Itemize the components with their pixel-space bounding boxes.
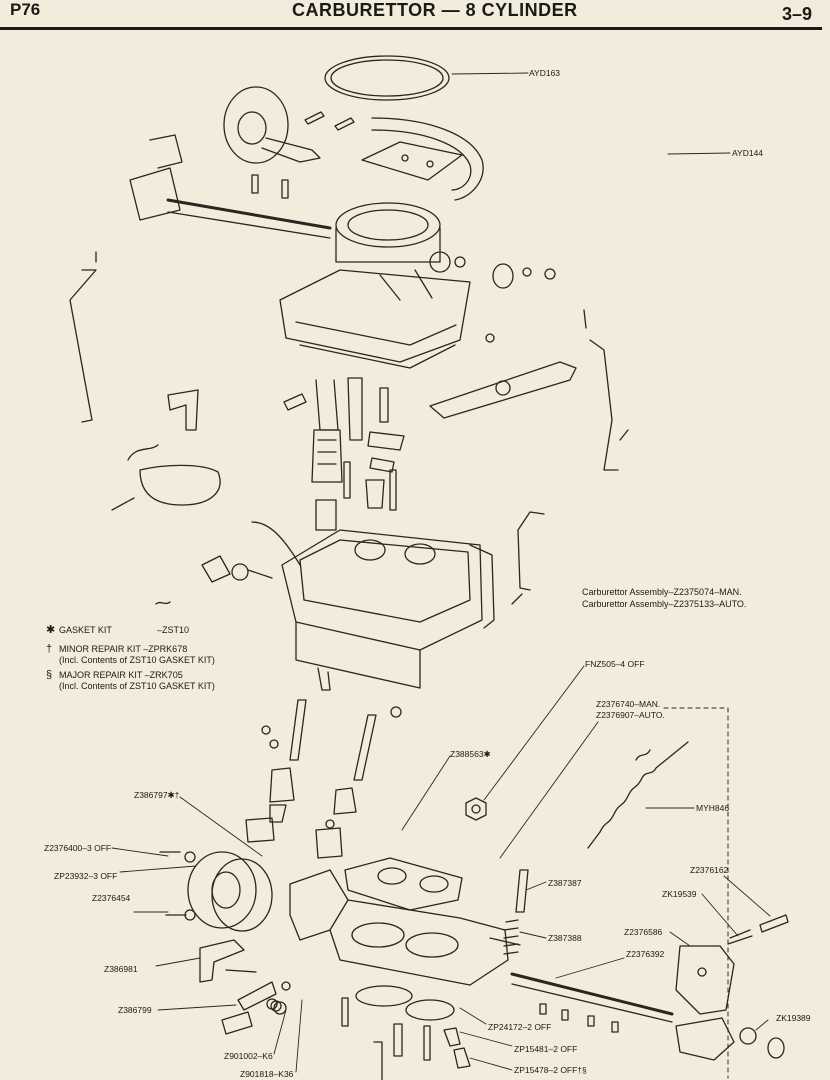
- minor-kit-note: (Incl. Contents of ZST10 GASKET KIT): [59, 655, 215, 665]
- gasket-kit-symbol: ✱: [46, 624, 56, 636]
- air-horn-body: [279, 202, 471, 369]
- label-z387388: Z387388: [548, 933, 582, 943]
- choke-diaphragm: [223, 86, 321, 164]
- label-z386981: Z386981: [104, 964, 138, 974]
- pump-rod-right: [583, 309, 629, 471]
- label-z2376392: Z2376392: [626, 949, 665, 959]
- label-fnz505: FNZ505–4 OFF: [585, 659, 645, 669]
- adjust-screws-right: [727, 914, 789, 945]
- minor-kit-symbol: †: [46, 642, 53, 655]
- throttle-gasket: [344, 857, 463, 911]
- assembly-notes: Carburettor Assembly–Z2375074–MAN. Carbu…: [582, 586, 746, 610]
- label-zk19539: ZK19539: [662, 889, 697, 899]
- washers-left-bottom: [266, 981, 291, 1015]
- throttle-lever: [675, 945, 785, 1061]
- bracket-rod-right: [511, 511, 545, 605]
- label-z2376454: Z2376454: [92, 893, 131, 903]
- label-z2376907: Z2376907–AUTO.: [596, 710, 665, 720]
- assembly-note-manual: Carburettor Assembly–Z2375074–MAN.: [582, 587, 742, 597]
- label-z2376400: Z2376400–3 OFF: [44, 843, 111, 853]
- linkage-arm-left: [199, 939, 282, 1035]
- side-fitting: [155, 555, 273, 605]
- screw-and-spring: [503, 869, 529, 955]
- label-zp24172: ZP24172–2 OFF: [488, 1022, 551, 1032]
- top-gasket-ring: [324, 55, 450, 101]
- small-screws-top: [251, 111, 355, 199]
- float-and-needle-parts: [111, 377, 405, 531]
- dashed-outline: [663, 707, 729, 1079]
- main-body: [251, 521, 495, 691]
- page-code: P76: [10, 0, 41, 19]
- header-rule: [0, 27, 822, 30]
- label-z386799: Z386799: [118, 1005, 152, 1015]
- jets-and-valves: [245, 699, 402, 859]
- label-z901818: Z901818–K36: [240, 1069, 294, 1079]
- kit-legend: ✱ GASKET KIT –ZST10 † MINOR REPAIR KIT –…: [46, 624, 215, 693]
- minor-kit-label: MINOR REPAIR KIT –ZPRK678: [59, 643, 188, 654]
- label-zk19389: ZK19389: [776, 1013, 811, 1023]
- gasket-kit-code: –ZST10: [157, 625, 190, 635]
- pump-lever: [429, 361, 577, 419]
- major-kit-symbol: §: [46, 668, 53, 681]
- vent-hose: [371, 117, 484, 201]
- label-z386797: Z386797✱†: [134, 790, 180, 800]
- gasket-kit-label: GASKET KIT: [59, 625, 112, 635]
- label-z388563: Z388563✱: [450, 749, 491, 759]
- label-ayd163: AYD163: [529, 68, 560, 78]
- fast-idle-rod-left: [69, 251, 97, 423]
- pump-diaphragm-housing: [159, 851, 273, 932]
- washers-right: [485, 263, 556, 343]
- label-z2376162: Z2376162: [690, 865, 729, 875]
- bottom-gaskets-and-screws: [341, 985, 619, 1080]
- label-z2376740: Z2376740–MAN.: [596, 699, 660, 709]
- label-ayd144: AYD144: [732, 148, 763, 158]
- throttle-body: [289, 869, 521, 986]
- major-kit-label: MAJOR REPAIR KIT –ZRK705: [59, 669, 183, 680]
- section-number: 3–9: [781, 4, 812, 24]
- air-horn-gasket: [361, 141, 463, 181]
- nut-hex: [465, 797, 487, 821]
- label-zp15478: ZP15478–2 OFF†§: [514, 1065, 587, 1075]
- choke-spring: [587, 741, 689, 849]
- label-z2376586: Z2376586: [624, 927, 663, 937]
- major-kit-note: (Incl. Contents of ZST10 GASKET KIT): [59, 681, 215, 691]
- assembly-note-auto: Carburettor Assembly–Z2375133–AUTO.: [582, 599, 747, 609]
- label-zp15481: ZP15481–2 OFF: [514, 1044, 577, 1054]
- leader-lines: [111, 72, 771, 1073]
- page-title: CARBURETTOR — 8 CYLINDER: [292, 0, 578, 20]
- choke-shaft-and-lever: [129, 134, 332, 239]
- label-z387387: Z387387: [548, 878, 582, 888]
- label-z901002: Z901002–K6: [224, 1051, 273, 1061]
- label-myh846: MYH846: [696, 803, 729, 813]
- label-zp23932: ZP23932–3 OFF: [54, 871, 117, 881]
- throttle-shaft: [510, 972, 674, 1023]
